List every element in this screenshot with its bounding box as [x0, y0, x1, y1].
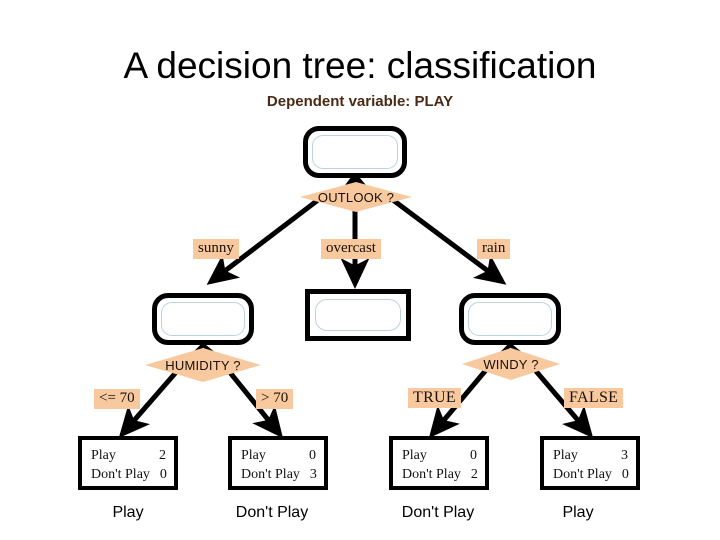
classification-label: Don't Play — [401, 504, 475, 521]
leaf-play-count: 0 — [309, 448, 316, 463]
page-subtitle: Dependent variable: PLAY — [266, 93, 454, 110]
leaf-play-label: Play — [241, 448, 266, 463]
leaf-row-dont-play: Don't Play 2 — [402, 465, 478, 484]
leaf-dont-play-label: Don't Play — [91, 467, 150, 482]
humidity-attribute-diamond[interactable]: HUMIDITY ? — [145, 348, 261, 382]
overcast-node[interactable] — [305, 289, 411, 341]
leaf-box[interactable]: Play 3 Don't Play 0 — [540, 436, 640, 490]
leaf-row-play: Play 0 — [402, 446, 477, 465]
branch-label-sunny: sunny — [193, 239, 239, 259]
leaf-box[interactable]: Play 0 Don't Play 3 — [228, 436, 328, 490]
branch-label-humidity-le70: <= 70 — [94, 389, 140, 409]
classification-label: Don't Play — [235, 504, 309, 521]
leaf-row-dont-play: Don't Play 0 — [91, 465, 167, 484]
leaf-row-play: Play 2 — [91, 446, 166, 465]
leaf-play-count: 2 — [159, 448, 166, 463]
branch-label-humidity-gt70: > 70 — [256, 389, 294, 409]
leaf-play-label: Play — [553, 448, 578, 463]
root-attribute-diamond[interactable]: OUTLOOK ? — [300, 182, 412, 212]
leaf-dont-play-label: Don't Play — [402, 467, 461, 482]
branch-label-windy-false: FALSE — [564, 388, 624, 408]
leaf-dont-play-count: 2 — [470, 467, 478, 482]
windy-attribute-label: WINDY ? — [483, 356, 539, 372]
branch-label-rain: rain — [477, 239, 511, 259]
root-attribute-label: OUTLOOK ? — [317, 189, 395, 205]
root-node-inner — [312, 135, 398, 169]
leaf-play-count: 0 — [470, 448, 477, 463]
overcast-node-inner — [315, 299, 401, 331]
leaf-row-dont-play: Don't Play 0 — [553, 465, 629, 484]
branch-label-overcast: overcast — [321, 239, 381, 259]
branch-label-windy-true: TRUE — [408, 388, 461, 408]
leaf-row-play: Play 3 — [553, 446, 628, 465]
page-title: A decision tree: classification — [123, 45, 597, 86]
leaf-box[interactable]: Play 0 Don't Play 2 — [389, 436, 489, 490]
leaf-dont-play-label: Don't Play — [241, 467, 300, 482]
leaf-row-play: Play 0 — [241, 446, 316, 465]
leaf-dont-play-count: 3 — [309, 467, 317, 482]
leaf-play-label: Play — [91, 448, 116, 463]
leaf-dont-play-label: Don't Play — [553, 467, 612, 482]
windy-attribute-diamond[interactable]: WINDY ? — [462, 348, 560, 380]
windy-node-inner — [468, 302, 552, 336]
root-node[interactable] — [303, 126, 407, 178]
windy-node[interactable] — [459, 293, 561, 345]
leaf-dont-play-count: 0 — [159, 467, 167, 482]
leaf-dont-play-count: 0 — [621, 467, 629, 482]
humidity-node[interactable] — [152, 293, 254, 345]
humidity-attribute-label: HUMIDITY ? — [165, 357, 241, 373]
humidity-node-inner — [161, 302, 245, 336]
leaf-row-dont-play: Don't Play 3 — [241, 465, 317, 484]
classification-label: Play — [562, 504, 594, 521]
classification-label: Play — [112, 504, 144, 521]
leaf-box[interactable]: Play 2 Don't Play 0 — [78, 436, 178, 490]
leaf-play-label: Play — [402, 448, 427, 463]
leaf-play-count: 3 — [621, 448, 628, 463]
